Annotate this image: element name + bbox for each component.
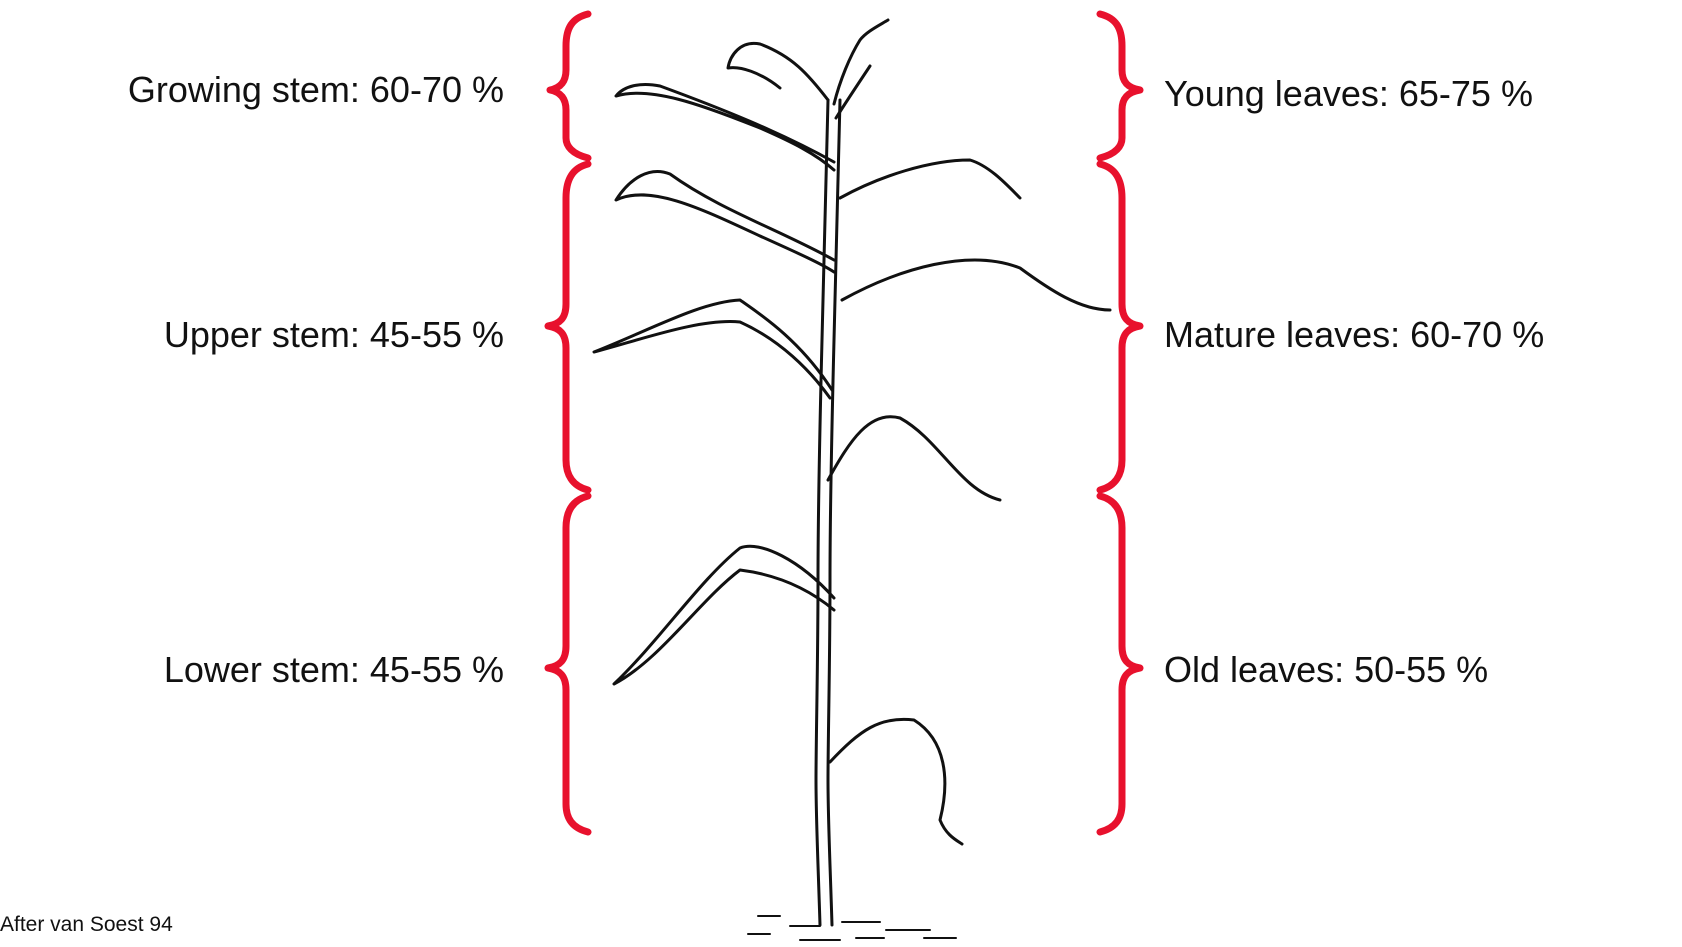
plant-stem-outline [828,100,840,925]
leaf-2-right [840,160,1020,198]
left-bracket-middle [548,164,588,490]
old-leaves-label: Old leaves: 50-55 % [1164,652,1488,688]
young-leaf-top-right [836,66,870,118]
left-bracket-top [550,14,588,158]
leaf-7-left [614,546,834,684]
young-leaf-top-left [728,43,828,100]
red-brackets [548,14,1140,832]
source-caption: After van Soest 94 [0,914,173,935]
plant-stem [816,100,828,925]
lower-stem-label: Lower stem: 45-55 % [164,652,504,688]
upper-stem-label: Upper stem: 45-55 % [164,317,504,353]
leaf-4-right [842,260,1110,310]
young-leaves-label: Young leaves: 65-75 % [1164,76,1533,112]
ground-marks [748,916,956,940]
mature-leaves-label: Mature leaves: 60-70 % [1164,317,1544,353]
right-bracket-top [1100,14,1140,158]
leaf-5-left [594,300,832,398]
leaf-1-left [616,84,834,170]
left-bracket-bottom [548,496,588,832]
leaf-3-left [616,172,834,272]
leaf-8-right [830,719,962,844]
plant-illustration [594,20,1110,940]
right-bracket-bottom [1100,496,1140,832]
growing-stem-label: Growing stem: 60-70 % [128,72,504,108]
young-leaf-top-center [834,20,888,104]
right-bracket-middle [1100,164,1140,490]
leaf-6-right [828,417,1000,500]
